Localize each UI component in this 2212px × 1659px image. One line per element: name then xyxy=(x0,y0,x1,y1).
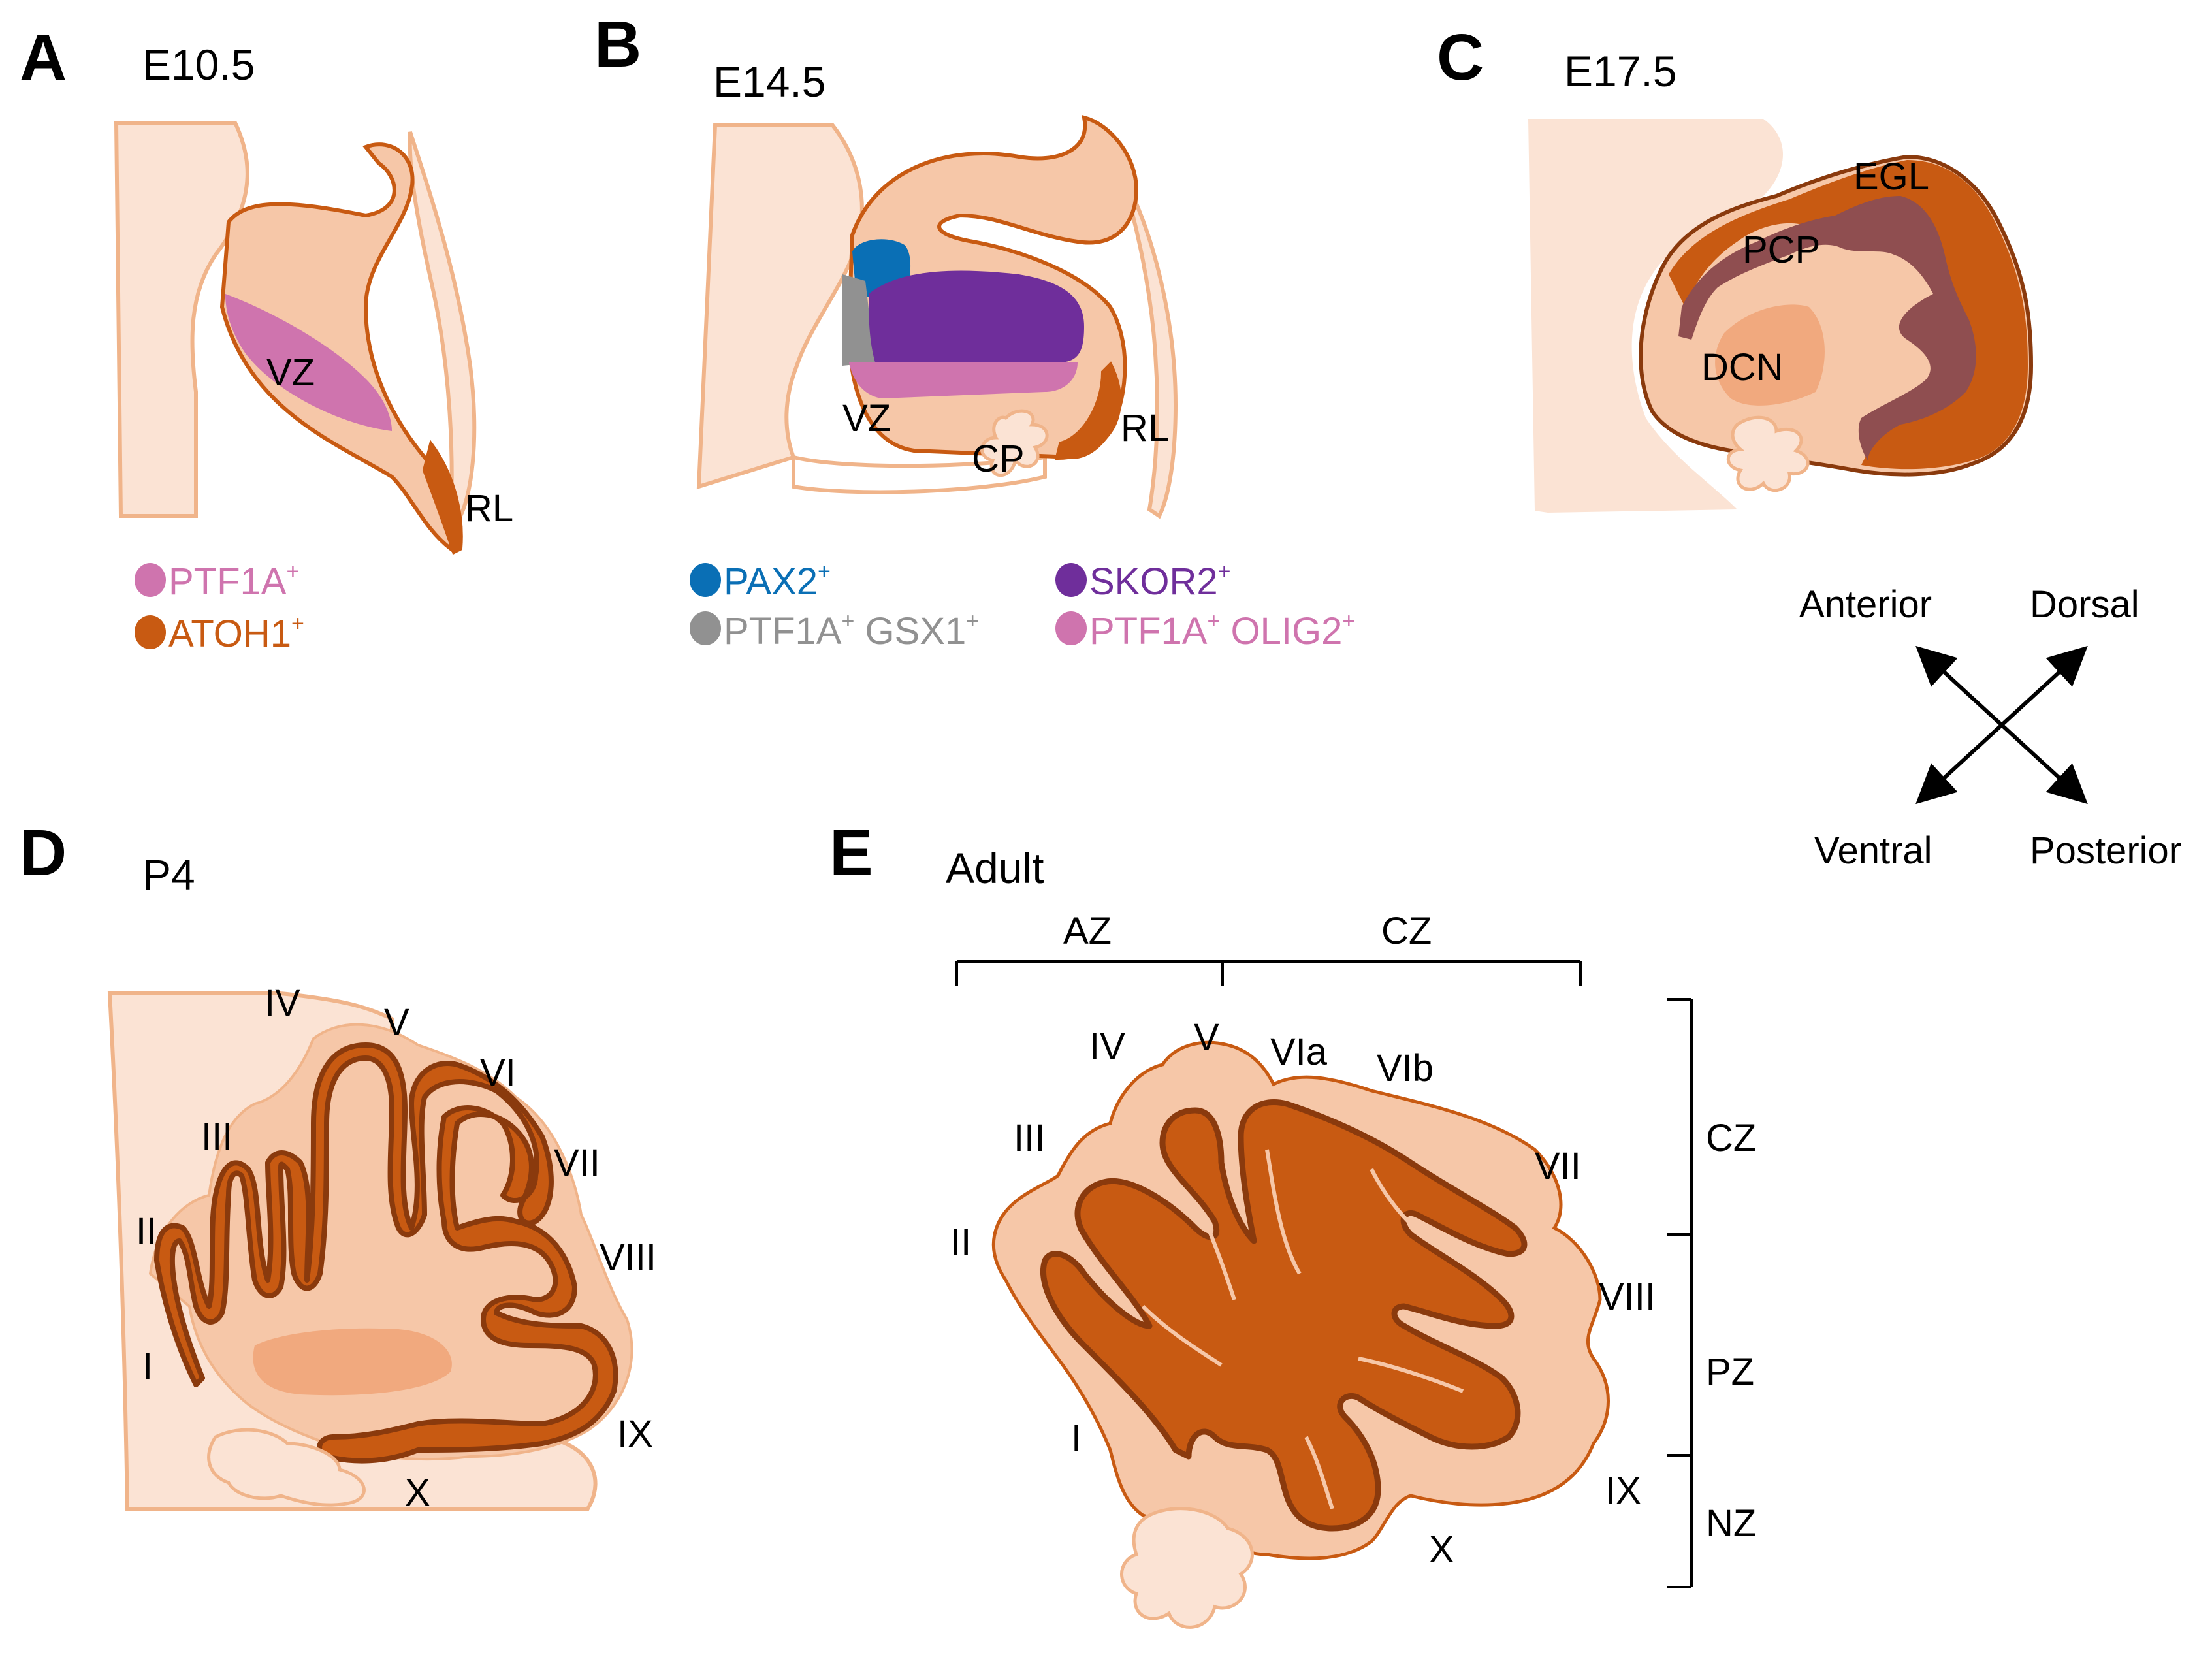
b-skor2-domain xyxy=(869,270,1084,362)
b-legend-swatch-olig2 xyxy=(1055,611,1087,645)
stage-label-c: E17.5 xyxy=(1564,47,1676,95)
a-ptf1a-domain xyxy=(225,294,392,431)
b-brainstem xyxy=(696,123,864,490)
c-label-pcp: PCP xyxy=(1742,229,1820,271)
e-zone-nz: NZ xyxy=(1706,1502,1756,1545)
label-dorsal: Dorsal xyxy=(2030,583,2140,626)
b-roof-strip xyxy=(1118,169,1178,519)
b-ptf1a-olig2-domain xyxy=(849,362,1078,398)
b-gsx1-domain xyxy=(842,274,875,366)
d-lobule-iii: III xyxy=(201,1116,232,1158)
panel-letter-e: E xyxy=(829,816,873,890)
a-primordium xyxy=(219,142,455,553)
posterior-arrow xyxy=(2000,723,2088,805)
d-lobule-v: V xyxy=(384,1001,409,1044)
e-lobule-v: V xyxy=(1194,1016,1219,1059)
b-rl xyxy=(1054,361,1122,460)
c-label-egl: EGL xyxy=(1853,155,1929,198)
a-brainstem xyxy=(114,121,249,518)
ventral-arrow xyxy=(1915,723,2004,805)
d-lobule-iv: IV xyxy=(264,982,300,1024)
panel-a: A E10.5 VZ RL PTF1A+ ATOH1+ xyxy=(20,21,513,655)
b-legend-olig2: PTF1A+ OLIG2+ xyxy=(1089,609,1355,652)
b-choroid-plexus xyxy=(980,409,1049,477)
b-legend-swatch-pax2 xyxy=(690,563,721,597)
d-lobule-vii: VII xyxy=(554,1142,600,1184)
e-lobule-i: I xyxy=(1071,1417,1082,1460)
c-label-dcn: DCN xyxy=(1701,346,1784,389)
d-lobule-ix: IX xyxy=(617,1413,653,1455)
orientation-compass: Anterior Dorsal Ventral Posterior xyxy=(1799,583,2181,872)
b-legend-swatch-gsx1 xyxy=(690,611,721,645)
e-arbor-vitae xyxy=(1141,1149,1464,1509)
panel-c: C E17.5 EGL PCP DCN xyxy=(1437,21,2034,513)
stage-label-b: E14.5 xyxy=(713,57,825,106)
e-zone-pz: PZ xyxy=(1706,1351,1754,1393)
d-lobule-x: X xyxy=(405,1472,430,1514)
a-label-rl: RL xyxy=(465,487,513,530)
e-lobule-via: VIa xyxy=(1270,1031,1328,1073)
e-lobule-vib: VIb xyxy=(1377,1047,1434,1089)
d-dcn xyxy=(253,1328,452,1396)
b-legend-pax2: PAX2+ xyxy=(724,559,831,603)
e-lobule-vii: VII xyxy=(1535,1145,1581,1187)
d-lobule-i: I xyxy=(142,1345,153,1388)
panel-letter-a: A xyxy=(20,21,67,94)
e-folia xyxy=(1040,1099,1528,1532)
d-choroid-plexus xyxy=(207,1428,366,1507)
a-legend-swatch-ptf1a xyxy=(135,563,166,597)
panel-b: B E14.5 VZ CP RL PAX2+ SKOR2+ PTF1A+ xyxy=(594,8,1355,652)
e-lobule-iv: IV xyxy=(1089,1025,1125,1068)
e-choroid-plexus xyxy=(1120,1507,1254,1629)
stage-label-d: P4 xyxy=(142,850,195,899)
e-lobule-iii: III xyxy=(1014,1117,1045,1159)
d-lobule-ii: II xyxy=(136,1210,157,1253)
e-zone-az: AZ xyxy=(1063,910,1112,952)
panel-e: E Adult AZ CZ CZ PZ NZ xyxy=(829,816,1756,1629)
a-legend-swatch-atoh1 xyxy=(135,615,166,649)
e-lobule-ix: IX xyxy=(1605,1470,1641,1512)
e-zone-cz-side: CZ xyxy=(1706,1117,1756,1159)
e-top-zone-bracket: AZ CZ xyxy=(955,910,1582,986)
d-lobule-vi: VI xyxy=(480,1052,516,1094)
b-ventricle-floor xyxy=(792,455,1047,494)
c-dcn xyxy=(1715,304,1825,406)
e-lobule-ii: II xyxy=(950,1221,971,1264)
panel-d: D P4 I II III IV V VI VII VIII IX X xyxy=(20,816,656,1514)
e-side-zone-bracket: CZ PZ NZ xyxy=(1667,998,1756,1588)
c-choroid-plexus xyxy=(1726,415,1810,492)
b-legend-swatch-skor2 xyxy=(1055,563,1087,597)
b-label-cp: CP xyxy=(972,438,1025,480)
b-label-vz: VZ xyxy=(842,397,891,440)
anterior-arrow xyxy=(1915,645,2004,727)
label-posterior: Posterior xyxy=(2030,830,2181,872)
b-legend: PAX2+ SKOR2+ PTF1A+ GSX1+ PTF1A+ OLIG2+ xyxy=(690,559,1355,652)
e-zone-cz-top: CZ xyxy=(1381,910,1432,952)
b-legend-skor2: SKOR2+ xyxy=(1089,559,1231,603)
a-atoh1-rl xyxy=(422,440,463,555)
stage-label-e: Adult xyxy=(946,844,1044,892)
c-pcp xyxy=(1678,196,1976,460)
panel-letter-d: D xyxy=(20,816,67,890)
d-lobule-viii: VIII xyxy=(600,1236,656,1279)
b-legend-gsx1: PTF1A+ GSX1+ xyxy=(724,609,979,652)
a-legend-atoh1: ATOH1+ xyxy=(168,611,304,655)
panel-letter-b: B xyxy=(594,8,641,81)
dorsal-arrow xyxy=(2000,645,2088,727)
label-ventral: Ventral xyxy=(1814,830,1932,872)
e-lobule-viii: VIII xyxy=(1599,1276,1656,1318)
a-legend: PTF1A+ ATOH1+ xyxy=(135,559,304,655)
d-cortex xyxy=(154,1042,618,1464)
stage-label-a: E10.5 xyxy=(142,40,255,89)
a-label-vz: VZ xyxy=(266,351,315,394)
e-lobule-x: X xyxy=(1429,1528,1454,1571)
b-label-rl: RL xyxy=(1121,407,1169,449)
label-anterior: Anterior xyxy=(1799,583,1932,626)
a-legend-ptf1a: PTF1A+ xyxy=(168,559,299,603)
panel-letter-c: C xyxy=(1437,21,1484,94)
